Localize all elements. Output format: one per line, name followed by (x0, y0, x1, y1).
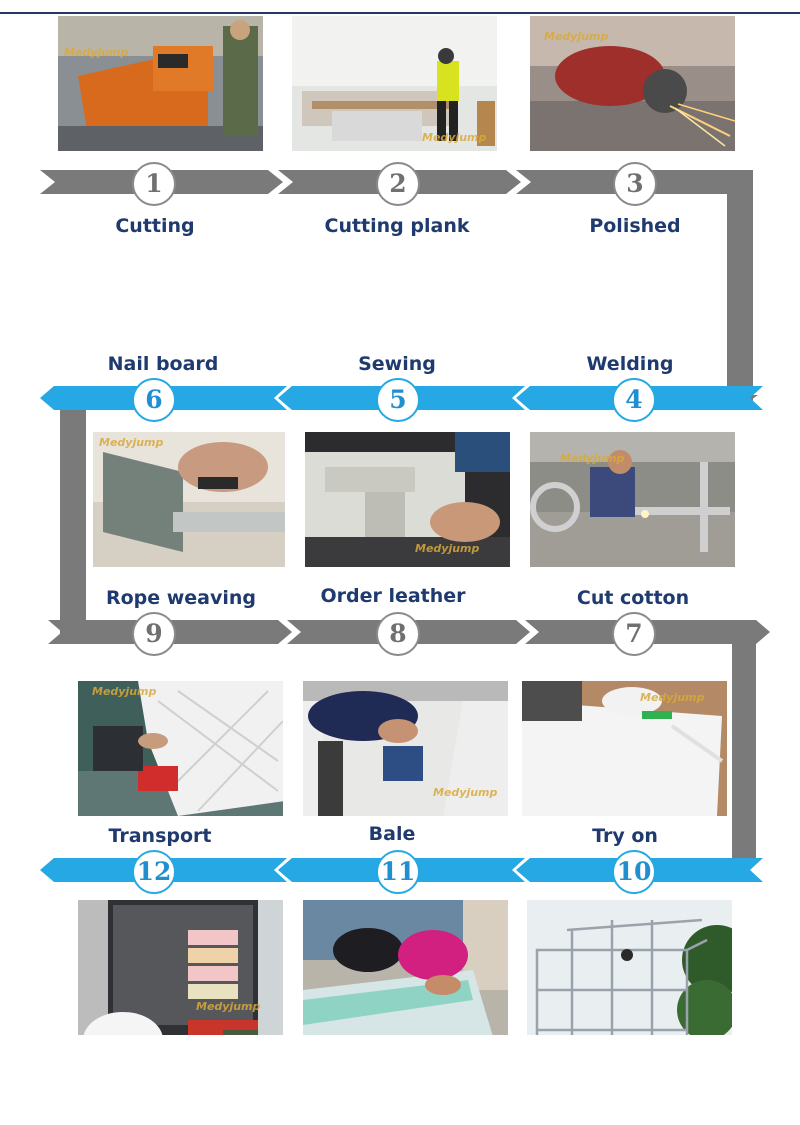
watermark-logo: Medyjump (422, 131, 487, 144)
angle-grinder-photo: Medyjump (530, 16, 735, 151)
step-number-9: 9 (132, 612, 176, 656)
step-label-7: Cut cotton (576, 587, 690, 609)
steel-frame-assembly-photo (527, 900, 732, 1035)
step-label-12: Transport (108, 825, 212, 847)
welding-frame-photo: Medyjump (530, 432, 735, 567)
step-label-8: Order leather (320, 585, 466, 607)
step-label-9: Rope weaving (105, 587, 257, 609)
step-label-3: Polished (589, 215, 681, 237)
step-label-2: Cutting plank (324, 215, 470, 237)
sewing-machine-photo: Medyjump (305, 432, 510, 567)
foam-cutting-photo: Medyjump (522, 681, 727, 816)
watermark-logo: Medyjump (64, 46, 129, 59)
step-number-7: 7 (612, 612, 656, 656)
watermark-logo: Medyjump (415, 542, 480, 555)
step-number-3: 3 (613, 162, 657, 206)
step-label-11: Bale (368, 823, 416, 845)
panel-saw-photo: Medyjump (292, 16, 497, 151)
step-number-6: 6 (132, 378, 176, 422)
step-label-10: Try on (592, 825, 658, 847)
watermark-logo: Medyjump (92, 685, 157, 698)
step-label-1: Cutting (115, 215, 195, 237)
step-number-4: 4 (612, 378, 656, 422)
watermark-logo: Medyjump (544, 30, 609, 43)
step-number-11: 11 (376, 850, 420, 894)
cutting-machine-photo: Medyjump (58, 16, 263, 151)
container-loading-photo: Medyjump (78, 900, 283, 1035)
step-number-12: 12 (132, 850, 176, 894)
rope-net-photo: Medyjump (78, 681, 283, 816)
nail-gun-photo: Medyjump (93, 432, 298, 567)
watermark-logo: Medyjump (640, 691, 705, 704)
step-number-10: 10 (612, 850, 656, 894)
grey-connector-right-2 (732, 644, 756, 862)
grey-connector-right-1 (727, 170, 753, 410)
step-label-5: Sewing (358, 353, 436, 375)
step-label-4: Welding (586, 353, 674, 375)
step-number-1: 1 (132, 162, 176, 206)
watermark-logo: Medyjump (560, 452, 625, 465)
watermark-logo: Medyjump (99, 436, 164, 449)
wrapping-bale-photo: Medyjump (303, 900, 508, 1035)
watermark-logo: Medyjump (196, 1000, 261, 1013)
step-number-5: 5 (376, 378, 420, 422)
watermark-logo: Medyjump (433, 786, 498, 799)
step-number-8: 8 (376, 612, 420, 656)
grey-connector-left (60, 410, 86, 634)
step-label-6: Nail board (107, 353, 219, 375)
top-rule (0, 12, 800, 14)
drilling-leather-photo: Medyjump (303, 681, 508, 816)
step-number-2: 2 (376, 162, 420, 206)
